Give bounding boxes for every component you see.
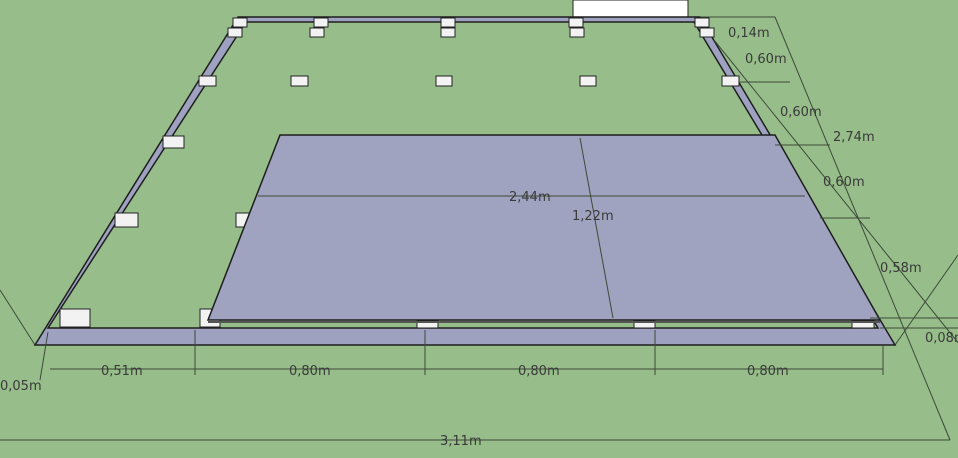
dim-front-2: 0,80m [289, 364, 331, 379]
dim-front-offset: 0,08m [925, 331, 958, 346]
dim-width-total: 3,11m [440, 434, 482, 449]
dim-spacing-3: 0,60m [823, 175, 865, 190]
dim-spacing-1: 0,60m [745, 52, 787, 67]
dim-front-1: 0,51m [101, 364, 143, 379]
dim-left-offset: 0,05m [0, 379, 42, 394]
dim-front-3: 0,80m [518, 364, 560, 379]
board[interactable] [206, 134, 882, 321]
dim-front-4: 0,80m [747, 364, 789, 379]
axis-line [894, 254, 958, 346]
dim-spacing-4: 0,58m [880, 261, 922, 276]
dim-board-height: 1,22m [572, 209, 614, 224]
support-blocks [59, 17, 875, 329]
axis-line [0, 289, 36, 346]
dimension-lines [0, 16, 958, 441]
dim-spacing-2: 0,60m [780, 105, 822, 120]
dim-top-offset: 0,14m [728, 26, 770, 41]
dim-board-width: 2,44m [509, 190, 551, 205]
wall-block [572, 0, 689, 19]
dim-depth-total: 2,74m [833, 130, 875, 145]
